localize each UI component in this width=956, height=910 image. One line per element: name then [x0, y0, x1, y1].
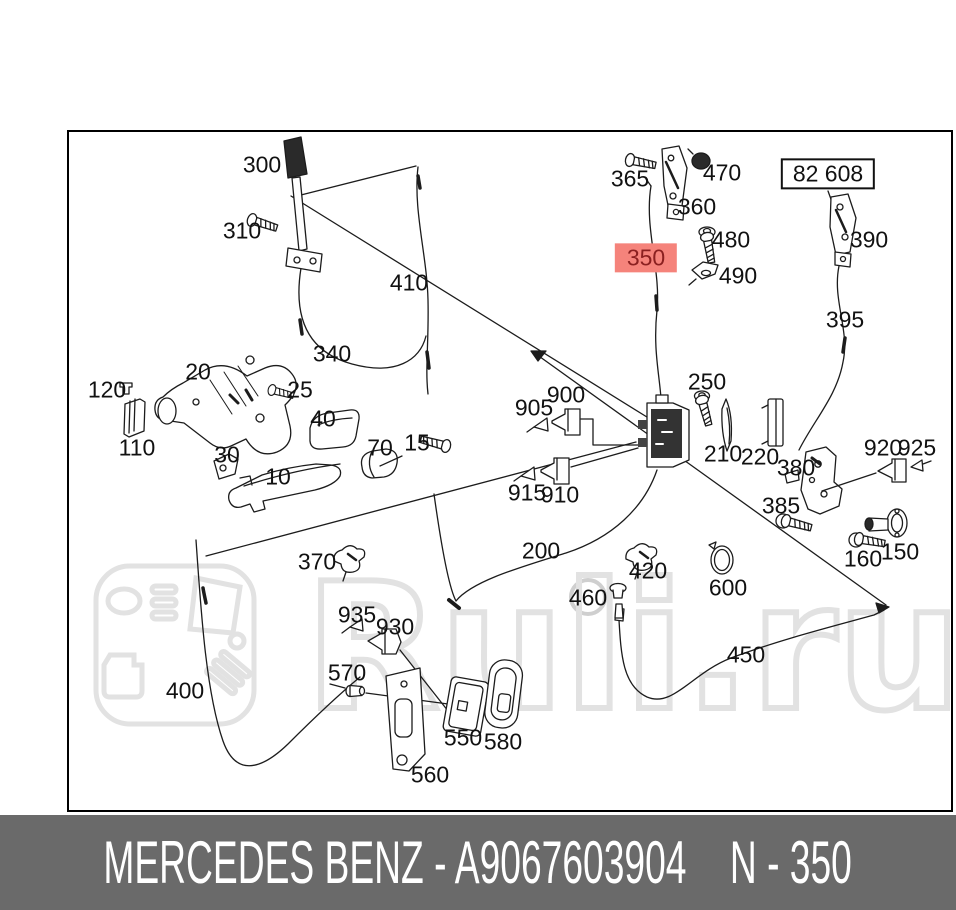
part-40-drawing — [309, 409, 360, 450]
part-385-screw — [775, 512, 814, 535]
part-220-drawing — [761, 398, 784, 447]
part-905-drawing — [526, 417, 549, 433]
lock-actuator-drawing — [638, 394, 690, 468]
footer-part-number: MERCEDES BENZ - A9067603904 — [103, 829, 687, 896]
part-360-drawing — [661, 145, 688, 221]
part-490-drawing — [688, 261, 719, 286]
part-365-screw — [623, 152, 658, 173]
part-550-drawing — [442, 676, 490, 737]
part-390-drawing — [829, 193, 857, 268]
cable-410 — [416, 166, 431, 395]
part-420-clip — [624, 542, 658, 581]
part-470-drawing — [687, 148, 711, 170]
diagram-frame — [67, 130, 953, 812]
part-570-drawing — [329, 683, 449, 705]
part-925-drawing — [910, 459, 932, 472]
part-920-drawing — [821, 458, 907, 492]
part-600-clamp — [708, 541, 734, 575]
part-915-drawing — [513, 466, 536, 482]
cable-400 — [195, 539, 361, 767]
part-480-drawing — [698, 226, 719, 265]
part-110-drawing — [123, 398, 146, 438]
part-560-drawing — [385, 667, 426, 772]
footer-bar: MERCEDES BENZ - A9067603904 N - 350 — [0, 815, 956, 910]
cable-200 — [433, 469, 658, 610]
part-150-drawing — [864, 508, 908, 538]
part-935-drawing — [341, 618, 364, 634]
part-380-drawing — [784, 446, 843, 515]
part-70-drawing — [360, 448, 398, 479]
part-120-drawing — [119, 382, 133, 395]
part-300-drawing — [283, 136, 323, 273]
part-910-drawing — [540, 447, 639, 485]
part-160-screw — [848, 531, 887, 551]
part-250-drawing — [693, 390, 716, 428]
part-370-clip — [332, 544, 366, 583]
part-30-drawing — [213, 453, 239, 480]
part-580-drawing — [484, 659, 524, 729]
cable-340 — [293, 177, 427, 369]
cable-350 — [645, 178, 662, 399]
part-460-drawing — [609, 582, 627, 619]
part-900-drawing — [551, 408, 641, 446]
cable-450 — [614, 607, 885, 700]
part-20-drawing — [154, 355, 297, 455]
cable-395 — [798, 265, 847, 451]
part-10-drawing — [228, 463, 342, 513]
watermark-ring — [569, 578, 607, 616]
part-15-screw — [379, 432, 453, 467]
part-930-drawing — [367, 628, 453, 717]
ruli-logo-watermark — [93, 563, 257, 727]
part-310-screw — [245, 211, 280, 235]
construction-lines — [205, 165, 890, 614]
part-210-drawing — [721, 398, 733, 452]
footer-ref-number: N - 350 — [730, 829, 853, 896]
